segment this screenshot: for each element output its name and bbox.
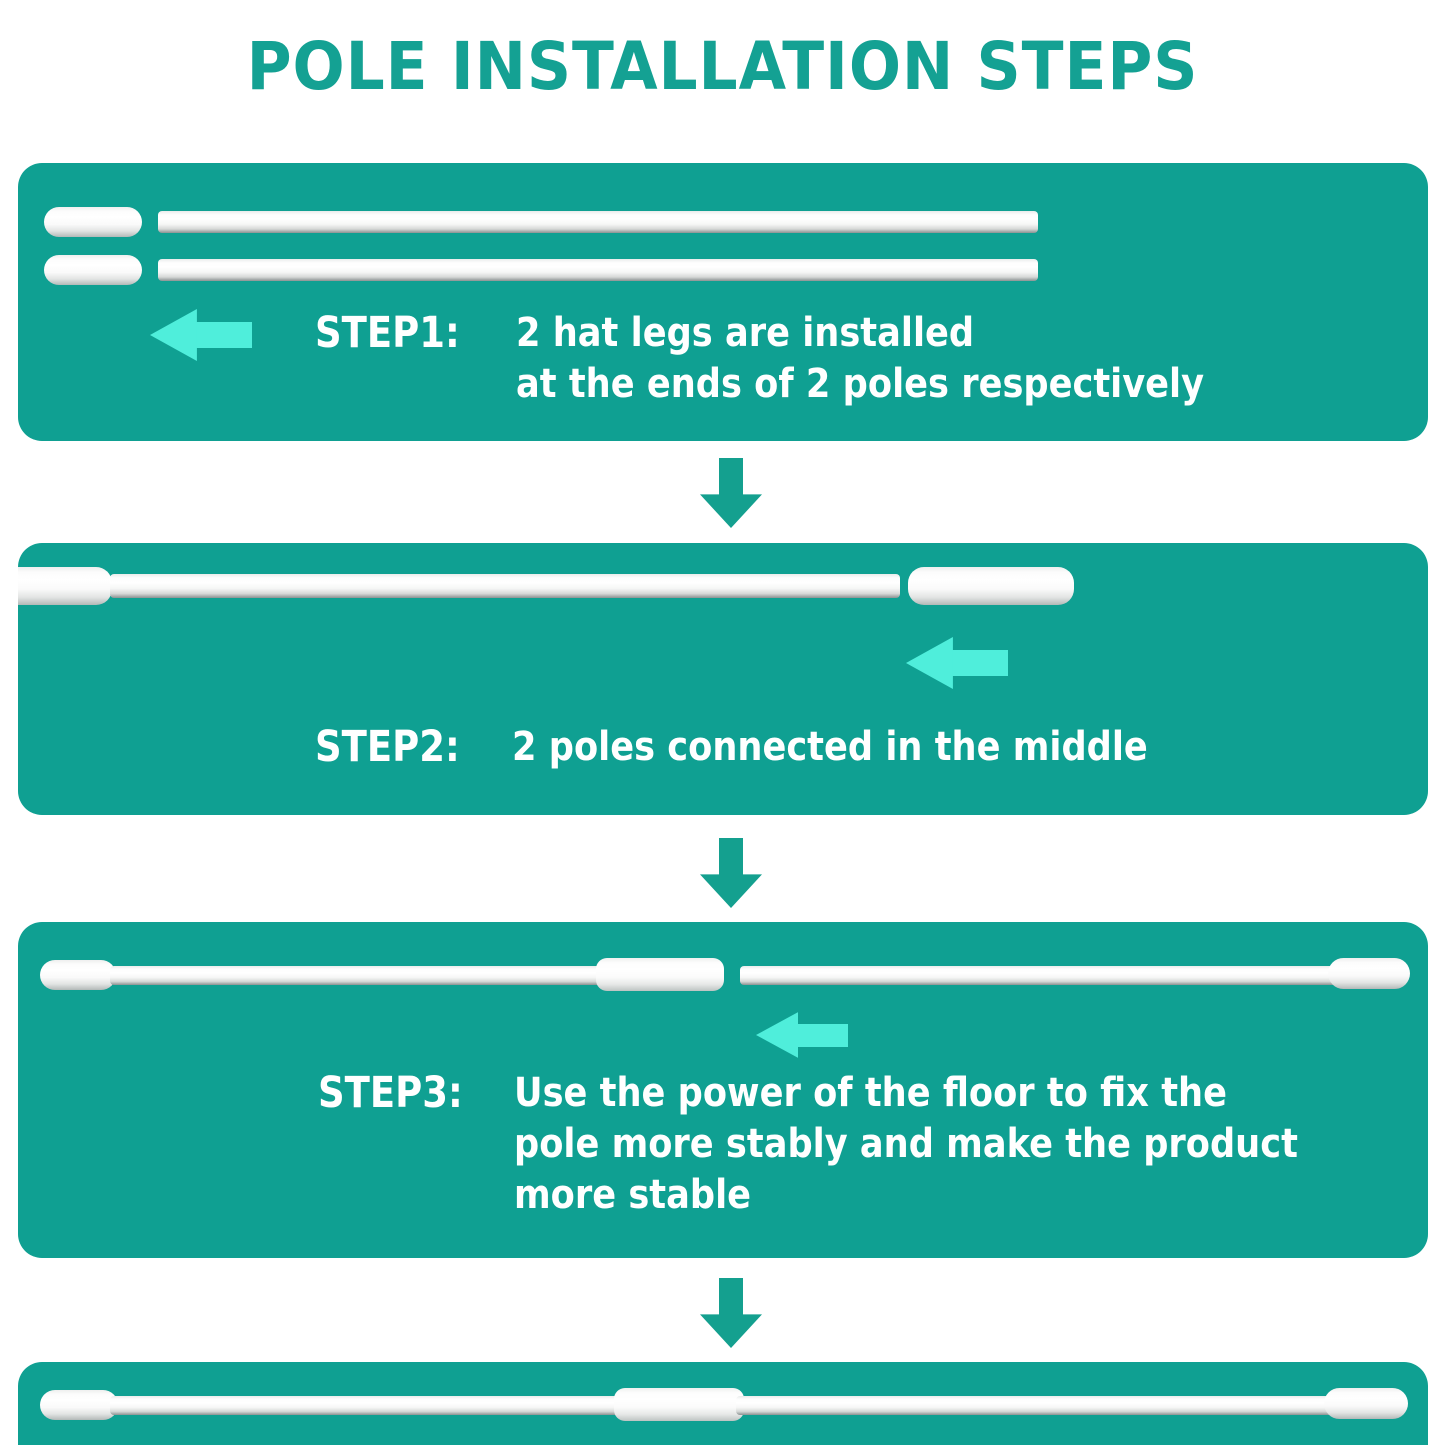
assembled-pole-rod-right xyxy=(736,1396,1346,1415)
step-1-panel xyxy=(18,163,1428,441)
arrow-down-icon-2 xyxy=(700,838,762,908)
arrow-head xyxy=(150,309,197,361)
hat-leg-cap-1 xyxy=(44,207,142,237)
pole-rod-long xyxy=(110,574,900,598)
arrow-left-icon xyxy=(756,1012,848,1058)
pole-end-cap-left xyxy=(18,567,112,605)
arrow-head xyxy=(756,1012,799,1058)
pole-end-cap-right-3 xyxy=(1328,958,1410,989)
hat-leg-cap-2 xyxy=(44,255,142,285)
pole-rod-right-3 xyxy=(740,966,1350,985)
page-title: POLE INSTALLATION STEPS xyxy=(246,28,1199,105)
assembled-pole-cap-left xyxy=(40,1390,118,1420)
step-2-label: STEP2: xyxy=(315,722,460,772)
arrow-head xyxy=(700,494,762,528)
arrow-down-icon-3 xyxy=(700,1278,762,1348)
assembled-pole-cap-right xyxy=(1324,1388,1408,1419)
result-panel xyxy=(18,1362,1428,1445)
step-1-text: 2 hat legs are installed at the ends of … xyxy=(516,310,1205,408)
arrow-head xyxy=(700,874,762,908)
assembled-pole-rod-left xyxy=(110,1396,638,1415)
pole-end-cap-left-3 xyxy=(40,960,116,990)
step-1-label: STEP1: xyxy=(315,308,460,358)
step-2-panel xyxy=(18,543,1428,815)
arrow-shaft xyxy=(948,650,1008,676)
pole-rod-2 xyxy=(158,259,1038,281)
pole-joint-sleeve xyxy=(596,958,724,991)
arrow-down-icon-1 xyxy=(700,458,762,528)
assembled-pole-joint-sleeve xyxy=(614,1388,744,1421)
arrow-shaft xyxy=(794,1023,848,1047)
pole-rod-1 xyxy=(158,211,1038,233)
step-3-text: Use the power of the floor to fix the po… xyxy=(514,1070,1298,1219)
pole-rod-left-3 xyxy=(110,966,610,985)
arrow-head xyxy=(906,637,953,689)
step-3-label: STEP3: xyxy=(318,1068,463,1118)
step-3-panel xyxy=(18,922,1428,1258)
arrow-shaft xyxy=(192,322,252,348)
arrow-shaft xyxy=(718,838,744,879)
arrow-head xyxy=(700,1314,762,1348)
detached-hat-leg-cap xyxy=(908,567,1074,605)
step-2-text: 2 poles connected in the middle xyxy=(512,724,1148,770)
arrow-left-icon xyxy=(906,637,1008,689)
arrow-left-icon xyxy=(150,309,252,361)
arrow-shaft xyxy=(718,458,744,499)
arrow-shaft xyxy=(718,1278,744,1319)
